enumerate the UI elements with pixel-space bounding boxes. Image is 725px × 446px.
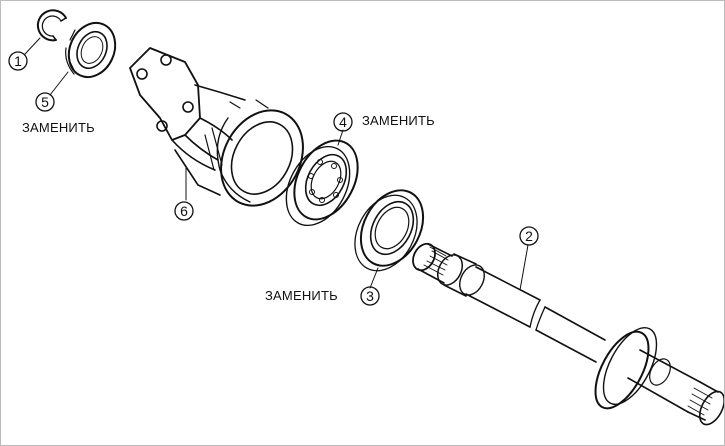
callout-circle-3 xyxy=(360,286,380,306)
bearing-bracket-part xyxy=(129,47,304,207)
callout-number-2: 2 xyxy=(525,228,533,244)
callout-circle-4 xyxy=(333,112,353,132)
dust-seal-part xyxy=(354,189,425,272)
drive-shaft-part xyxy=(412,242,725,426)
callout-circle-2 xyxy=(519,226,539,246)
replace-label-3: ЗАМЕНИТЬ xyxy=(265,288,338,303)
replace-label-5: ЗАМЕНИТЬ xyxy=(22,120,95,135)
callout-circle-1 xyxy=(8,51,28,71)
callout-number-1: 1 xyxy=(14,53,22,69)
snap-ring-part xyxy=(36,9,67,42)
bearing-part xyxy=(285,139,359,227)
replace-label-4: ЗАМЕНИТЬ xyxy=(362,113,435,128)
callout-number-3: 3 xyxy=(366,288,374,304)
leader-line-3 xyxy=(369,267,379,289)
callout-circle-6 xyxy=(174,201,194,221)
leader-line-1 xyxy=(24,37,41,55)
leader-line-2 xyxy=(519,244,529,291)
leader-line-4 xyxy=(337,129,344,146)
leader-line-5 xyxy=(49,71,69,96)
callout-number-6: 6 xyxy=(180,203,188,219)
callout-number-4: 4 xyxy=(339,114,347,130)
callout-number-5: 5 xyxy=(41,94,49,110)
oil-seal-part xyxy=(65,21,117,79)
callout-circle-5 xyxy=(35,92,55,112)
